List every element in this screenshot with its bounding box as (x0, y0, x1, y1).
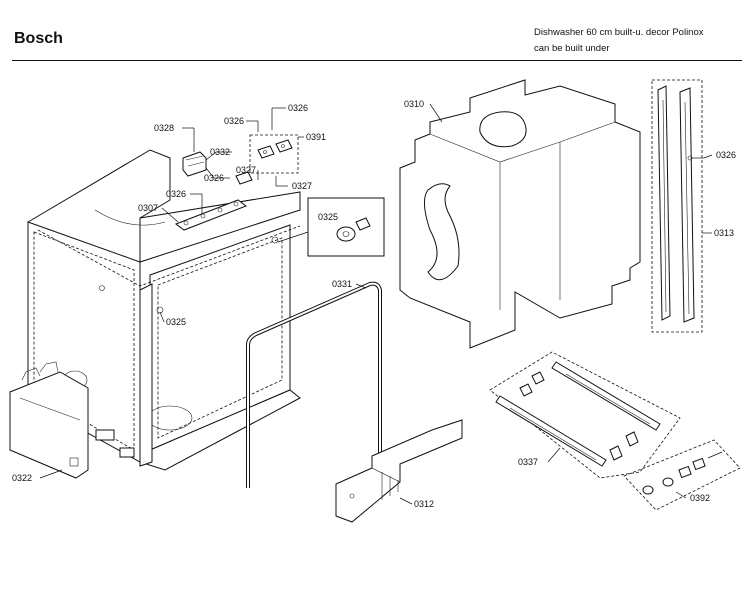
description-line-2: can be built under (534, 43, 610, 54)
label-0328: 0328 (154, 123, 174, 133)
part-0322-panel (9, 361, 89, 479)
label-0327-left: 0327 (236, 165, 256, 175)
label-0322: 0322 (12, 473, 32, 483)
part-0328-bracket (182, 151, 207, 177)
label-0325-inset: 0325 (318, 212, 338, 222)
label-0331: 0331 (332, 279, 352, 289)
part-0392-fasteners (623, 439, 741, 511)
label-0327-right: 0327 (292, 181, 312, 191)
label-0326-left: 0326 (224, 116, 244, 126)
label-0326-top: 0326 (288, 103, 308, 113)
part-0325-inset (277, 197, 385, 257)
page-header: Bosch Dishwasher 60 cm built-u. decor Po… (0, 0, 750, 62)
label-0312: 0312 (414, 499, 434, 509)
part-0312-kickplate (335, 419, 463, 523)
description-line-1: Dishwasher 60 cm built-u. decor Polinox (534, 27, 704, 38)
part-0307-plate (174, 199, 248, 231)
part-0313-trim (651, 79, 703, 333)
part-0310-insulation (399, 79, 641, 349)
part-0391-clips (235, 134, 299, 185)
label-0391: 0391 (306, 132, 326, 142)
label-0337: 0337 (518, 457, 538, 467)
label-0310: 0310 (404, 99, 424, 109)
label-0326-right: 0326 (716, 150, 736, 160)
part-0331-seal (246, 281, 382, 488)
part-number-labels: 0326 0326 0391 0328 0332 0326 0327 0327 … (12, 99, 736, 509)
label-0313: 0313 (714, 228, 734, 238)
label-0326-lower: 0326 (166, 189, 186, 199)
label-0325-tub: 0325 (166, 317, 186, 327)
label-0332: 0332 (210, 147, 230, 157)
part-0337-rails (489, 351, 681, 479)
label-0392: 0392 (690, 493, 710, 503)
label-0307: 0307 (138, 203, 158, 213)
label-0326-mid: 0326 (204, 173, 224, 183)
tub-frame-assembly (27, 149, 301, 471)
brand-title: Bosch (14, 30, 63, 47)
model-description: Dishwasher 60 cm built-u. decor Polinox … (534, 25, 704, 57)
leader-lines (39, 103, 713, 505)
header-divider (12, 60, 742, 61)
